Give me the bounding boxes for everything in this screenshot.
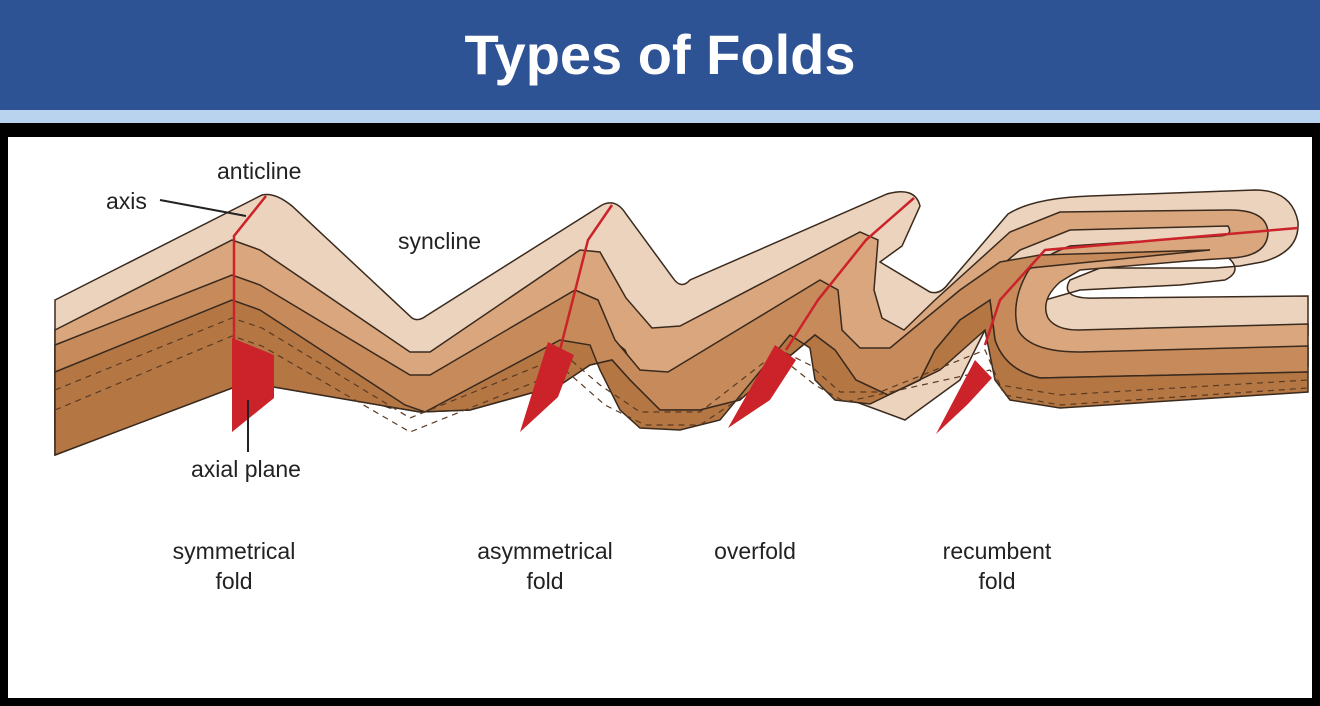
caption-line-1: recumbent [942,538,1052,564]
dashed-bedding-2 [54,335,1309,433]
label-anticline: anticline [217,158,302,184]
caption-line-1: symmetrical [172,538,296,564]
axial-plane-recumbent [936,360,992,434]
caption-line-2: fold [215,568,253,594]
label-axis: axis [106,188,147,214]
title-bar [0,0,1320,110]
page-title: Types of Folds [464,23,856,86]
rock-layers [54,189,1309,457]
layer-bottom [54,298,1309,457]
axis-line-asymmetrical [558,204,614,351]
caption-symmetrical-fold: symmetrical fold [134,536,334,596]
caption-line-2: fold [978,568,1016,594]
axis-line-recumbent [983,226,1299,346]
axis-leader-line [159,199,247,217]
caption-line-2: fold [526,568,564,594]
axis-line-overfold [784,197,915,351]
axial-planes [232,338,992,434]
axial-plane-overfold [728,345,796,428]
caption-line-1: asymmetrical [477,538,613,564]
caption-asymmetrical-fold: asymmetrical fold [445,536,645,596]
title-underline-stripe [0,110,1320,123]
axial-plane-symmetrical [232,338,274,432]
axial-traces [232,195,1299,351]
axial-plane-asymmetrical [520,342,574,432]
dashed-bedding-1 [54,317,1309,419]
label-syncline: syncline [398,228,482,254]
axis-line-symmetrical [232,195,267,340]
caption-line-1: overfold [714,538,796,564]
caption-overfold: overfold [655,536,855,566]
caption-recumbent-fold: recumbent fold [897,536,1097,596]
label-axial-plane: axial plane [191,456,301,482]
